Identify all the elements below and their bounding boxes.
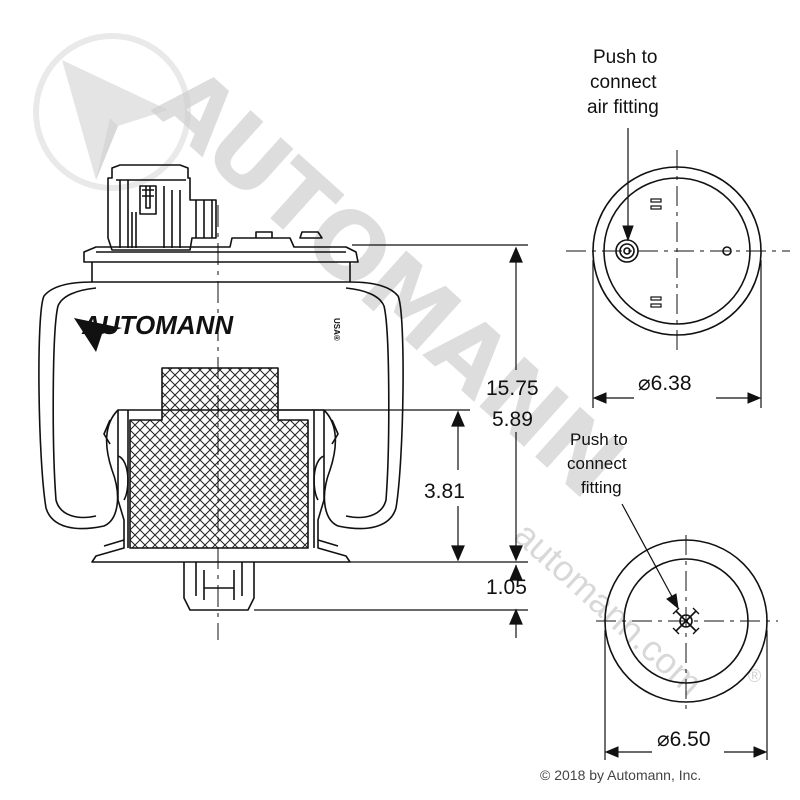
watermark-registered-mark: ® bbox=[748, 666, 761, 686]
top-view bbox=[566, 128, 790, 408]
callout-air-fitting-line3: air fitting bbox=[587, 97, 659, 118]
air-fitting-port-icon bbox=[615, 239, 639, 263]
watermark-logo-mark bbox=[33, 33, 191, 191]
bellows bbox=[38, 281, 404, 530]
callout-air-fitting: Push to connect air fitting bbox=[587, 47, 659, 118]
logo-suffix: USA® bbox=[332, 318, 341, 341]
dim-top-diameter: ⌀6.38 bbox=[638, 372, 692, 395]
callout-fitting-line2: connect bbox=[567, 454, 627, 473]
copyright-text: © 2018 by Automann, Inc. bbox=[540, 767, 701, 783]
top-bead-plate bbox=[83, 231, 359, 283]
callout-fitting-line1: Push to bbox=[570, 430, 628, 449]
dim-bottom-diameter: ⌀6.50 bbox=[657, 728, 711, 751]
callout-air-fitting-line1: Push to bbox=[593, 47, 657, 68]
mounting-hole-icon bbox=[722, 246, 732, 256]
bottom-fitting-icon bbox=[672, 607, 700, 635]
logo-text: AUTOMANN bbox=[81, 310, 234, 340]
bottom-view bbox=[596, 503, 778, 760]
callout-air-fitting-line2: connect bbox=[590, 72, 657, 93]
watermark: AUTOMANN automann.com ® bbox=[33, 33, 761, 703]
air-fitting-housing bbox=[107, 164, 217, 251]
side-view: AUTOMANN USA® bbox=[38, 164, 404, 640]
dim-piston-height: 5.89 bbox=[492, 408, 533, 431]
callout-fitting-line3: fitting bbox=[581, 478, 622, 497]
top-slot-marks bbox=[650, 198, 662, 308]
side-dimensions bbox=[254, 244, 528, 638]
bottom-stud bbox=[183, 562, 255, 611]
dim-inner-height: 3.81 bbox=[424, 480, 465, 503]
callout-fitting: Push to connect fitting bbox=[567, 430, 628, 497]
dim-stud-length: 1.05 bbox=[486, 576, 527, 599]
dim-overall-height: 15.75 bbox=[486, 377, 539, 400]
piston bbox=[91, 409, 351, 563]
bumper bbox=[129, 367, 309, 549]
watermark-url: automann.com bbox=[507, 513, 711, 703]
logo-swoosh-icon bbox=[74, 318, 122, 352]
bellows-logo: AUTOMANN USA® bbox=[74, 310, 341, 352]
